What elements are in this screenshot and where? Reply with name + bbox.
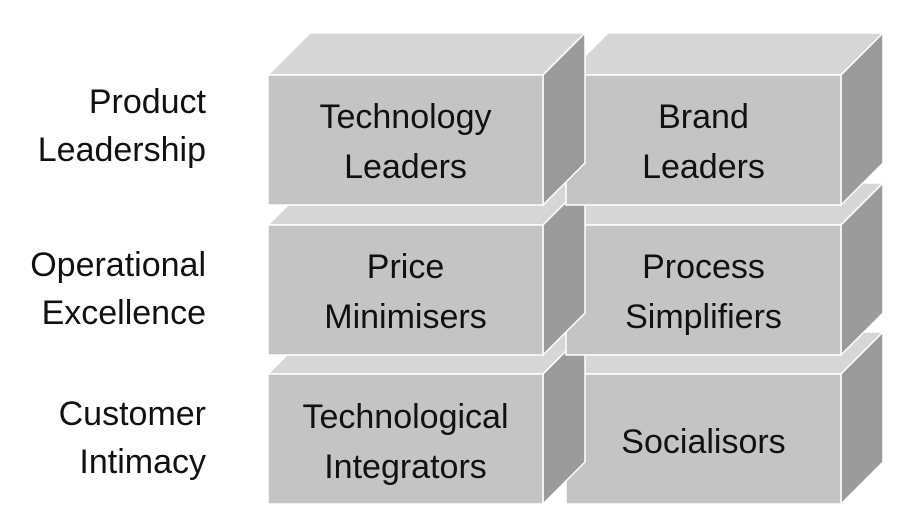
cube-text-line2: Simplifiers: [625, 298, 782, 336]
cube-text-line1: Brand: [658, 98, 749, 136]
row-label-product-leadership: Product Leadership: [38, 78, 206, 174]
cube-price-minimisers: Price Minimisers: [266, 181, 587, 357]
cube-technological-integrators: Technological Integrators: [266, 330, 587, 506]
row-label-line2: Excellence: [41, 294, 206, 332]
cube-brand-leaders: Brand Leaders: [564, 31, 885, 207]
cube-text-line1: Price: [367, 248, 444, 286]
cube-process-simplifiers: Process Simplifiers: [564, 181, 885, 357]
row-label-line2: Leadership: [37, 131, 206, 169]
cube-text-line2: Integrators: [324, 448, 487, 486]
cube-text-line1: Technological: [302, 398, 508, 436]
row-label-operational-excellence: Operational Excellence: [30, 241, 206, 337]
row-label-line2: Intimacy: [79, 443, 206, 481]
cube-text-line1: Process: [642, 248, 765, 286]
cube-text-line1: Technology: [319, 98, 491, 136]
row-label-line1: Operational: [30, 246, 206, 284]
row-label-customer-intimacy: Customer Intimacy: [59, 390, 206, 486]
cube-text-line2: Leaders: [344, 148, 467, 186]
row-label-line1: Product: [88, 83, 206, 121]
row-label-line1: Customer: [58, 395, 206, 433]
cube-text-line1: Socialisors: [621, 423, 785, 461]
cube-text-line2: Leaders: [642, 148, 765, 186]
cube-text-line2: Minimisers: [324, 298, 486, 336]
cube-technology-leaders: Technology Leaders: [266, 31, 587, 207]
cube-socialisors: Socialisors: [564, 330, 885, 506]
